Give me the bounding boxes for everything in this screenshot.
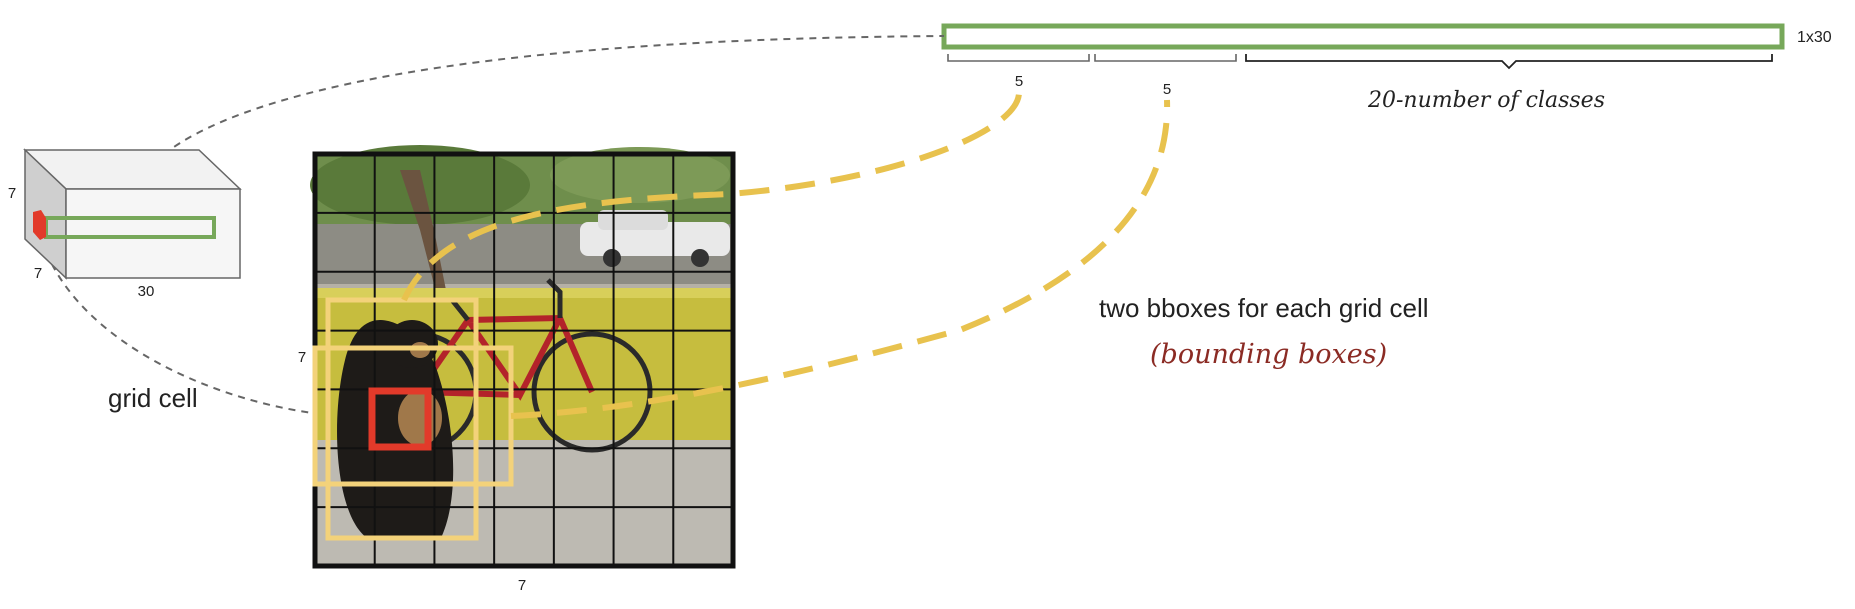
photo-foliage-right (550, 147, 730, 203)
cube-height-label: 7 (8, 185, 16, 202)
bracket-first-bbox (947, 54, 1090, 62)
connector-cube-to-cell (41, 239, 313, 414)
segment-label-first: 5 (1015, 73, 1023, 90)
bbox-explanation-title: two bboxes for each grid cell (1099, 293, 1429, 323)
highlighted-grid-cell (368, 387, 432, 451)
output-tensor-cube (23, 148, 242, 280)
input-image (310, 145, 736, 569)
bbox-one (325, 297, 479, 541)
photo-tree-trunk (400, 170, 448, 300)
image-grid-lines (315, 154, 733, 566)
cube-depth-label: 7 (34, 265, 42, 282)
bbox-explanation-subtitle: (bounding boxes) (1150, 339, 1387, 370)
bracket-second-bbox (1094, 54, 1237, 62)
photo-wall-rail (315, 288, 733, 298)
image-rows-label: 7 (298, 349, 306, 366)
connector-bbox-two-to-segment (510, 99, 1171, 419)
image-cols-label: 7 (518, 577, 526, 594)
connector-bbox-one-to-segment (401, 91, 1023, 302)
cube-width-label: 30 (138, 283, 155, 300)
segment-label-second: 5 (1163, 81, 1171, 98)
classes-label: 20-number of classes (1367, 88, 1605, 113)
output-vector-bar (941, 23, 1785, 50)
grid-cell-label: grid cell (108, 383, 198, 413)
cube-cell-marker (33, 210, 46, 240)
cube-front-face (65, 188, 241, 279)
vector-size-label: 1x30 (1797, 29, 1832, 46)
brace-classes (1245, 54, 1773, 70)
photo-car (580, 210, 730, 267)
